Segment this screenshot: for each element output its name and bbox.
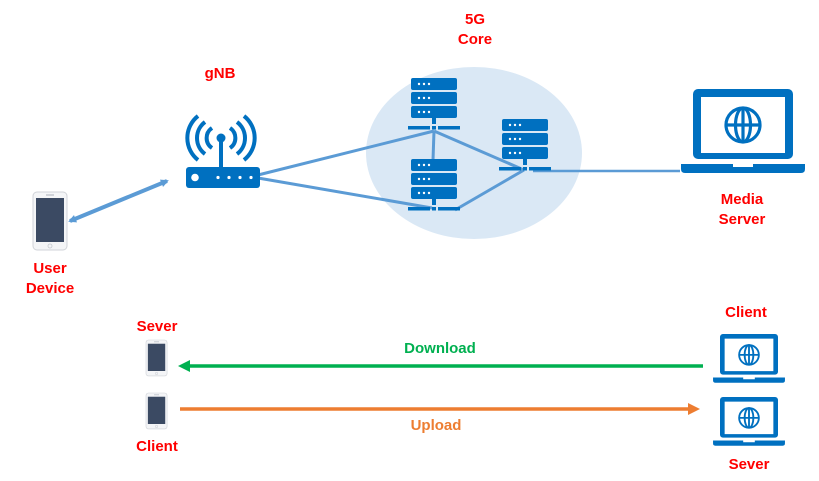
core-label: 5G Core [457, 11, 493, 48]
gnb-router-icon [185, 114, 260, 188]
ue-gnb-link [68, 179, 169, 223]
media-server-label: Media Server [718, 191, 766, 228]
upload-label: Upload [410, 417, 462, 434]
left-server-phone-icon [145, 339, 168, 377]
left-client-phone-icon [145, 392, 168, 430]
download-label: Download [404, 340, 476, 357]
media-server-laptop-icon [679, 87, 807, 175]
right-server-laptop-icon [712, 396, 786, 447]
left-server-label: Sever [136, 318, 178, 335]
left-client-label: Client [136, 438, 178, 455]
right-server-label: Sever [728, 456, 770, 473]
gnb-label: gNB [204, 65, 236, 82]
right-client-laptop-icon [712, 333, 786, 384]
user-device-icon [32, 191, 68, 251]
user-device-label: User Device [25, 260, 75, 297]
right-client-label: Client [725, 304, 767, 321]
core-links [257, 129, 680, 212]
core-network-area [366, 67, 582, 239]
